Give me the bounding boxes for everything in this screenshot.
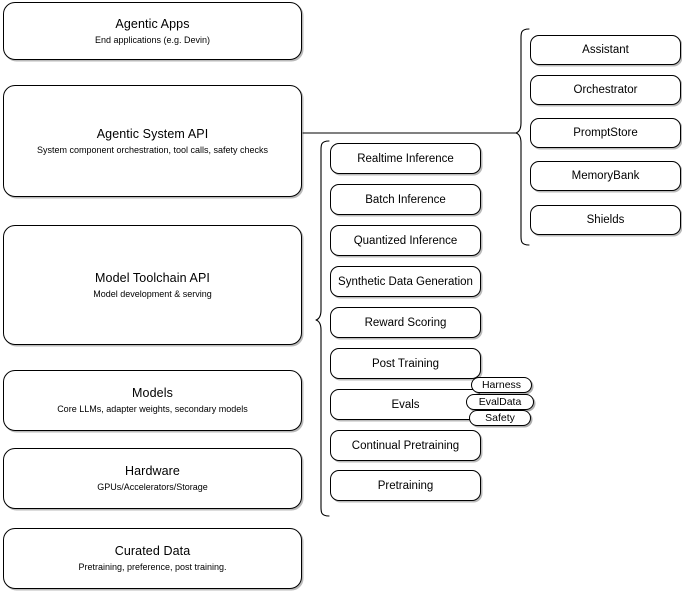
system-component-label: Shields: [586, 214, 625, 226]
layer-subtitle: Pretraining, preference, post training.: [78, 562, 227, 572]
toolchain-item-label: Continual Pretraining: [351, 439, 460, 452]
toolchain-item-label: Synthetic Data Generation: [338, 275, 473, 288]
toolchain-item-label: Realtime Inference: [357, 152, 454, 165]
layer-curated-data[interactable]: Curated Data Pretraining, preference, po…: [3, 528, 302, 589]
middle-brace: [315, 140, 330, 517]
toolchain-item-post-training[interactable]: Post Training: [330, 348, 481, 379]
system-component-promptstore[interactable]: PromptStore: [530, 118, 681, 148]
system-component-label: MemoryBank: [571, 170, 640, 182]
layer-agentic-system-api[interactable]: Agentic System API System component orch…: [3, 85, 302, 197]
evals-subcomponent-label: EvalData: [478, 396, 522, 408]
toolchain-item-label: Post Training: [371, 357, 440, 370]
toolchain-item-pretraining[interactable]: Pretraining: [330, 470, 481, 501]
layer-model-toolchain-api[interactable]: Model Toolchain API Model development & …: [3, 225, 302, 345]
system-component-label: Orchestrator: [573, 84, 638, 96]
system-component-label: PromptStore: [573, 127, 638, 139]
layer-models[interactable]: Models Core LLMs, adapter weights, secon…: [3, 370, 302, 431]
system-component-orchestrator[interactable]: Orchestrator: [530, 75, 681, 105]
toolchain-item-label: Batch Inference: [365, 193, 446, 206]
evals-subcomponent-evaldata[interactable]: EvalData: [466, 394, 534, 410]
system-component-label: Assistant: [582, 44, 629, 56]
toolchain-item-evals[interactable]: Evals: [330, 389, 481, 420]
layer-agentic-apps[interactable]: Agentic Apps End applications (e.g. Devi…: [3, 2, 302, 60]
toolchain-item-batch-inference[interactable]: Batch Inference: [330, 184, 481, 215]
evals-subcomponent-safety[interactable]: Safety: [469, 410, 531, 426]
toolchain-item-label: Quantized Inference: [353, 234, 458, 247]
evals-subcomponent-label: Safety: [485, 412, 515, 424]
layer-title: Agentic Apps: [115, 16, 190, 31]
evals-subcomponent-harness[interactable]: Harness: [471, 377, 532, 393]
layer-title: Models: [132, 386, 173, 400]
layer-subtitle: GPUs/Accelerators/Storage: [97, 482, 208, 492]
layer-title: Curated Data: [114, 544, 191, 558]
toolchain-item-label: Evals: [391, 398, 420, 411]
toolchain-item-realtime-inference[interactable]: Realtime Inference: [330, 143, 481, 174]
system-component-memorybank[interactable]: MemoryBank: [530, 161, 681, 191]
layer-title: Hardware: [125, 464, 180, 478]
toolchain-item-continual-pretraining[interactable]: Continual Pretraining: [330, 430, 481, 461]
evals-subcomponent-label: Harness: [481, 379, 522, 391]
toolchain-item-label: Reward Scoring: [364, 316, 447, 329]
layer-subtitle: End applications (e.g. Devin): [94, 34, 211, 45]
layer-title: Model Toolchain API: [95, 270, 210, 285]
system-component-assistant[interactable]: Assistant: [530, 35, 681, 65]
layer-subtitle: Core LLMs, adapter weights, secondary mo…: [57, 404, 248, 414]
layer-subtitle: Model development & serving: [93, 288, 212, 299]
layer-hardware[interactable]: Hardware GPUs/Accelerators/Storage: [3, 448, 302, 509]
toolchain-item-quantized-inference[interactable]: Quantized Inference: [330, 225, 481, 256]
layer-title: Agentic System API: [96, 126, 209, 141]
toolchain-item-reward-scoring[interactable]: Reward Scoring: [330, 307, 481, 338]
layer-subtitle: System component orchestration, tool cal…: [36, 144, 269, 155]
right-brace: [515, 28, 530, 246]
toolchain-item-label: Pretraining: [377, 479, 434, 492]
toolchain-item-synthetic-data-generation[interactable]: Synthetic Data Generation: [330, 266, 481, 297]
system-component-shields[interactable]: Shields: [530, 205, 681, 235]
